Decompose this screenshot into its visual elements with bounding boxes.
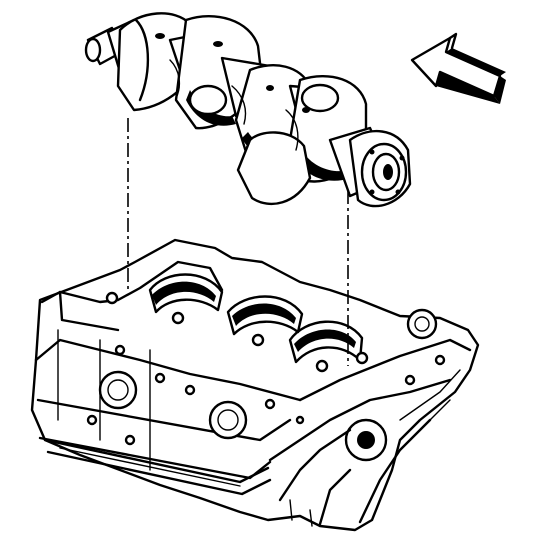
front-direction-arrow-icon <box>410 32 506 104</box>
crankshaft <box>84 12 412 208</box>
alignment-lines <box>127 118 349 366</box>
engine-block <box>30 238 480 532</box>
